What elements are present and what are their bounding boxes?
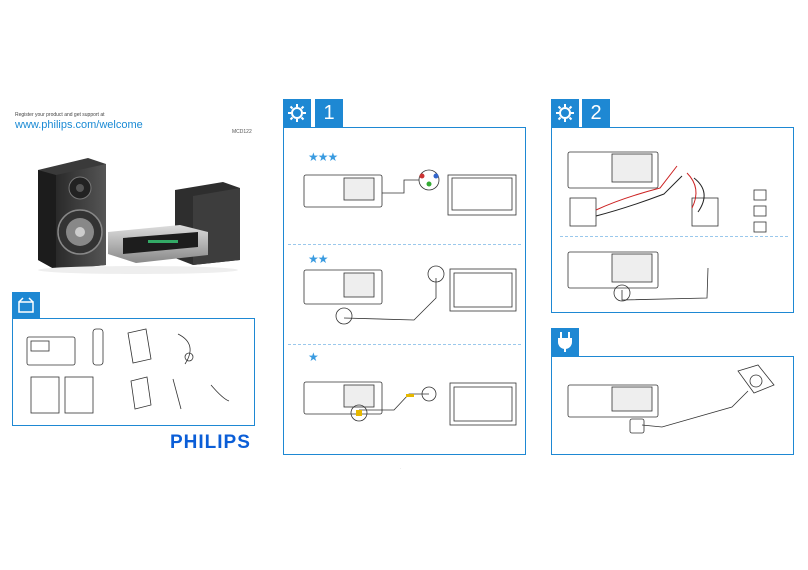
divider [288,244,521,245]
divider [560,236,788,237]
product-photo [38,158,240,274]
power-header [551,328,579,356]
box-contents-header [12,292,40,318]
step2-gear-header [551,99,579,127]
rating-three-stars: ★★★ [308,150,338,164]
step1-panel: ★★★ ★★ ★ [283,127,526,455]
step1-number: 1 [315,99,343,127]
rating-one-star: ★ [308,350,319,364]
step1-gear-header [283,99,311,127]
power-connection-diagram [567,364,775,434]
register-text: Register your product and get support at [15,112,105,118]
rating-two-stars: ★★ [308,252,328,266]
box-icon [18,297,34,313]
plug-icon [558,332,572,352]
support-url[interactable]: www.philips.com/welcome [15,119,143,131]
page-mark: . [400,465,402,470]
box-contents-panel [12,318,255,426]
model-number: MCD122 [232,129,252,135]
speaker-and-antenna-diagrams [567,151,767,302]
video-connection-diagrams [303,169,517,426]
accessories-illustration [26,328,230,414]
philips-logo: PHILIPS [170,432,251,453]
gear-icon [288,104,306,122]
divider [288,344,521,345]
step2-panel [551,127,794,313]
step2-number: 2 [582,99,610,127]
gear-icon [556,104,574,122]
power-panel [551,356,794,455]
